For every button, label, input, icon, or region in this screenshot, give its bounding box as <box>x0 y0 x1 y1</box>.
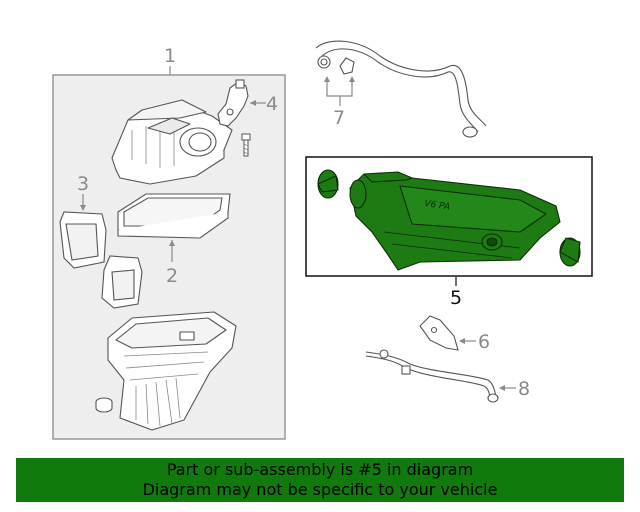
banner-line-1: Part or sub-assembly is #5 in diagram <box>166 460 474 479</box>
callout-8[interactable]: 8 <box>518 378 530 400</box>
part-3-duct[interactable] <box>59 211 107 269</box>
callout-4[interactable]: 4 <box>266 93 278 115</box>
air-filter-element[interactable] <box>117 193 231 239</box>
part-7-vent-hose[interactable] <box>315 40 487 138</box>
banner-line-2: Diagram may not be specific to your vehi… <box>142 480 498 499</box>
callout-1[interactable]: 1 <box>164 45 176 67</box>
callout-2[interactable]: 2 <box>166 265 178 287</box>
callout-6[interactable]: 6 <box>478 331 490 353</box>
logo-text: V6 PA <box>424 199 451 213</box>
part-5-group[interactable]: V6 PA 5 <box>305 156 593 309</box>
callout-7[interactable]: 7 <box>333 107 345 129</box>
part-8-hose[interactable] <box>365 349 499 403</box>
grommet[interactable] <box>95 397 113 413</box>
part-6-bracket[interactable] <box>419 315 459 351</box>
info-banner: Part or sub-assembly is #5 in diagram Di… <box>16 458 624 502</box>
part-5-air-cleaner-assembly[interactable] <box>317 169 581 271</box>
intake-duct-small[interactable] <box>101 255 143 309</box>
air-cleaner-lower-housing[interactable] <box>107 311 237 431</box>
parts-diagram: 1 4 2 3 <box>52 40 593 440</box>
part-4-sensor[interactable] <box>217 79 249 127</box>
callout-5[interactable]: 5 <box>450 287 462 309</box>
callout-3[interactable]: 3 <box>77 173 89 195</box>
bolt[interactable] <box>241 133 251 157</box>
air-cleaner-cover[interactable] <box>111 99 233 185</box>
